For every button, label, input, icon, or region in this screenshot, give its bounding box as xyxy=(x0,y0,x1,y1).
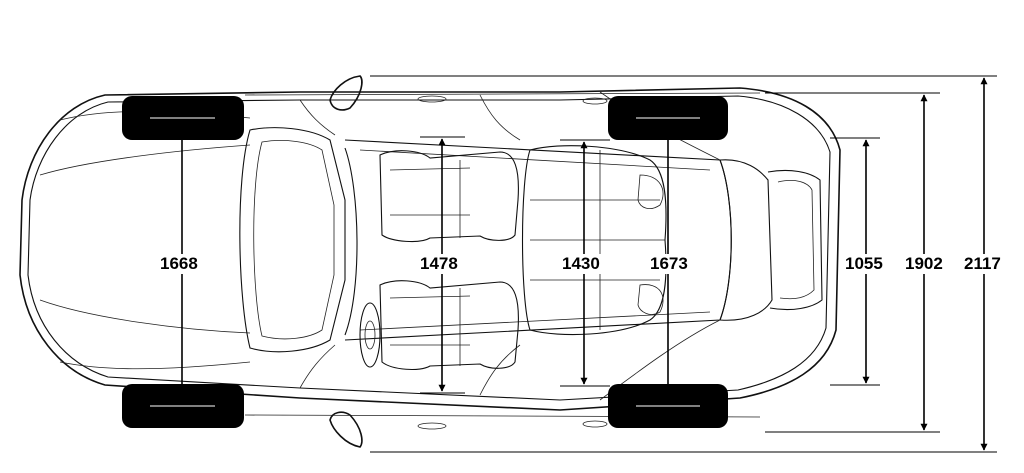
trunk-width-label: 1055 xyxy=(843,254,885,274)
body-width-label: 1902 xyxy=(903,254,945,274)
front-seat-top-cushion xyxy=(389,160,471,238)
roof-inner-top xyxy=(359,149,711,171)
car-body xyxy=(19,87,841,430)
front-door-line-top xyxy=(299,99,336,136)
front-track-label: 1668 xyxy=(158,254,200,274)
rear-bench-dividers xyxy=(530,150,665,330)
trunk-lid xyxy=(767,169,823,311)
body-inner-outline xyxy=(27,95,831,401)
front-seats xyxy=(379,150,519,371)
rear-headrests xyxy=(637,174,664,315)
front-seat-bottom xyxy=(379,280,519,371)
front-interior-width-label: 1478 xyxy=(418,254,460,274)
side-skirt-top xyxy=(244,92,761,96)
rear-bench-outline xyxy=(521,145,667,336)
hood-crease-right xyxy=(59,361,251,370)
width-with-mirrors-label: 2117 xyxy=(962,254,1003,274)
mirror-top xyxy=(329,75,363,111)
windshield xyxy=(239,127,346,353)
hood-line-left xyxy=(39,144,251,176)
front-door-line-bottom xyxy=(299,344,336,389)
front-seat-bottom-cushion xyxy=(389,288,471,366)
mirror-bottom xyxy=(329,411,363,448)
rear-interior-width-label: 1430 xyxy=(560,254,602,274)
front-door-handle-top xyxy=(417,95,447,103)
rear-door-handle-top xyxy=(582,97,608,105)
rear-window xyxy=(719,159,773,321)
dashboard xyxy=(344,147,358,336)
rear-bench xyxy=(521,145,667,336)
rear-door-handle-bottom xyxy=(582,420,608,428)
rear-door-line-bottom xyxy=(479,344,521,396)
steering-wheel xyxy=(359,302,381,368)
front-seat-top xyxy=(379,150,519,243)
mirrors xyxy=(329,75,363,448)
body-outline xyxy=(19,87,841,411)
windshield-inner xyxy=(253,140,335,340)
roof-inner-bottom xyxy=(359,311,711,331)
front-door-handle-bottom xyxy=(417,422,447,430)
trunk-inner xyxy=(777,180,815,300)
rear-door-line-top xyxy=(479,94,521,141)
wheels xyxy=(122,96,728,428)
rear-track-label: 1673 xyxy=(648,254,690,274)
hood-line-right xyxy=(39,299,251,334)
